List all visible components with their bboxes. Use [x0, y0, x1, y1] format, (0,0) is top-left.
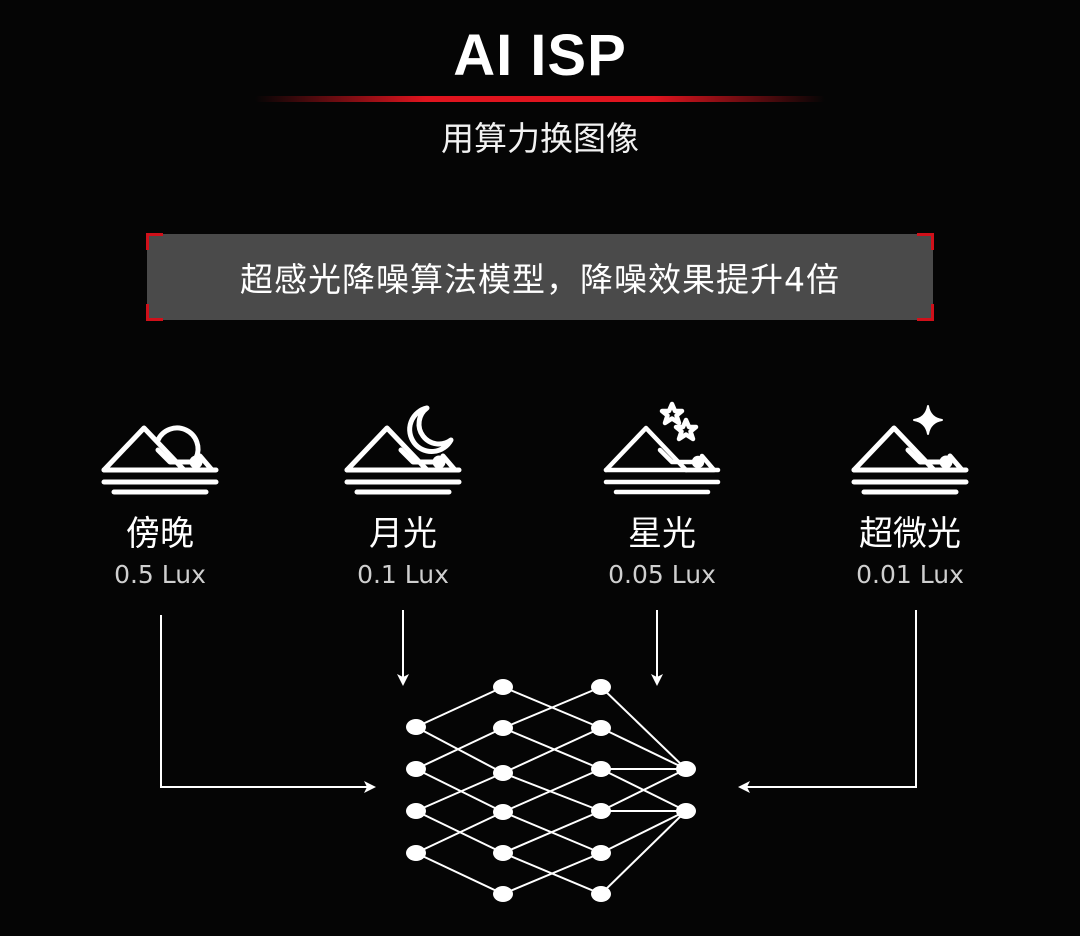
banner-corner [917, 304, 934, 321]
feature-banner: 超感光降噪算法模型，降噪效果提升4倍 [146, 233, 934, 321]
network-edge [600, 686, 687, 770]
network-node [591, 761, 611, 777]
network-edge [502, 686, 602, 729]
network-node [493, 720, 513, 736]
network-node [591, 886, 611, 902]
network-edge [502, 727, 602, 770]
network-nodes [406, 679, 696, 902]
network-node [406, 761, 426, 777]
scene-name: 星光 [628, 514, 696, 554]
network-node [406, 719, 426, 735]
scene-moonlight: 月光 0.1 Lux [293, 400, 513, 589]
network-node [493, 679, 513, 695]
banner-corner [146, 233, 163, 250]
network-node [591, 720, 611, 736]
scene-ultra-low-light: 超微光 0.01 Lux [800, 400, 1020, 589]
network-node [676, 803, 696, 819]
scene-lux: 0.01 Lux [856, 560, 964, 589]
mountain-sparkle-icon [851, 405, 969, 495]
network-edge [415, 772, 504, 812]
network-edge [415, 686, 504, 728]
banner-text: 超感光降噪算法模型，降噪效果提升4倍 [240, 260, 840, 299]
mountain-sun-icon [101, 425, 219, 495]
scene-lux: 0.05 Lux [608, 560, 716, 589]
network-edge [415, 727, 504, 770]
network-node [591, 679, 611, 695]
network-node [676, 761, 696, 777]
mountain-moon-icon [344, 405, 462, 495]
network-edge [502, 768, 602, 813]
network-edge [415, 768, 504, 813]
input-arrows [160, 610, 917, 793]
scene-name: 超微光 [859, 514, 961, 554]
scene-name: 傍晚 [126, 514, 194, 554]
network-edge [415, 726, 504, 774]
network-edge [600, 727, 687, 770]
arrow-ultra-low-light [738, 610, 917, 793]
network-node [591, 845, 611, 861]
network-edge [415, 852, 504, 895]
network-edge [502, 810, 602, 854]
network-edge [502, 852, 602, 895]
network-edge [502, 727, 602, 774]
scene-starlight: 星光 0.05 Lux [552, 400, 772, 589]
network-edge [600, 810, 687, 895]
title-divider [255, 96, 825, 102]
network-node [493, 886, 513, 902]
network-node [406, 803, 426, 819]
scene-lux: 0.1 Lux [357, 560, 449, 589]
network-node [493, 804, 513, 820]
scene-lux: 0.5 Lux [114, 560, 206, 589]
mountain-stars-icon [603, 401, 721, 495]
network-edge [415, 811, 504, 854]
network-node [493, 765, 513, 781]
page-subtitle: 用算力换图像 [441, 119, 639, 158]
network-edge [502, 772, 602, 812]
banner-corner [146, 304, 163, 321]
arrow-dusk [160, 615, 376, 793]
scene-name: 月光 [369, 514, 437, 554]
network-edge [600, 768, 687, 812]
banner-corner [917, 233, 934, 250]
page-title: AI ISP [453, 23, 627, 88]
scene-dusk: 傍晚 0.5 Lux [50, 400, 270, 589]
network-edge [600, 810, 687, 854]
network-node [493, 845, 513, 861]
network-node [406, 845, 426, 861]
network-node [591, 803, 611, 819]
network-edges [415, 686, 687, 895]
